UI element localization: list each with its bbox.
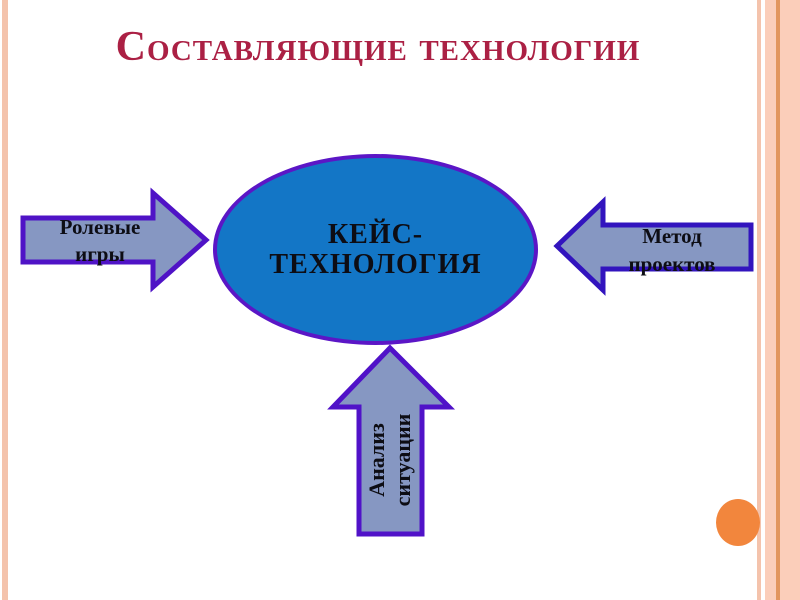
role-games-label: Ролевые игры xyxy=(35,214,165,268)
slide-title: Составляющие технологии xyxy=(115,24,641,70)
situation-analysis-label-line2: ситуации xyxy=(390,413,415,507)
arrow-right-polygon xyxy=(20,187,210,293)
arrow-up-shape xyxy=(327,344,456,537)
project-method-label: Метод проектов xyxy=(602,222,742,278)
accent-circle xyxy=(716,499,760,546)
situation-analysis-label-line1: Анализ xyxy=(364,423,389,497)
situation-analysis-label: Анализ ситуации xyxy=(364,414,416,507)
ellipse-label-line2: ТЕХНОЛОГИЯ xyxy=(269,248,482,280)
arrow-right-shape xyxy=(20,187,210,293)
project-method-label-line2: проектов xyxy=(628,252,716,276)
ellipse-label: КЕЙС- ТЕХНОЛОГИЯ xyxy=(269,218,482,280)
right-border-stripe-thin xyxy=(757,0,761,600)
right-border-stripe-band xyxy=(765,0,800,600)
left-border-stripe xyxy=(2,0,8,600)
role-games-label-line2: игры xyxy=(75,242,125,266)
ellipse-label-line1: КЕЙС- xyxy=(327,218,424,250)
project-method-label-line1: Метод xyxy=(642,224,702,248)
arrow-left-shape xyxy=(553,196,754,296)
right-border-stripe-accent xyxy=(776,0,780,600)
arrow-up-polygon xyxy=(327,344,456,537)
arrow-left-polygon xyxy=(553,196,754,296)
case-technology-ellipse: КЕЙС- ТЕХНОЛОГИЯ xyxy=(213,154,538,345)
role-games-label-line1: Ролевые xyxy=(59,215,141,239)
